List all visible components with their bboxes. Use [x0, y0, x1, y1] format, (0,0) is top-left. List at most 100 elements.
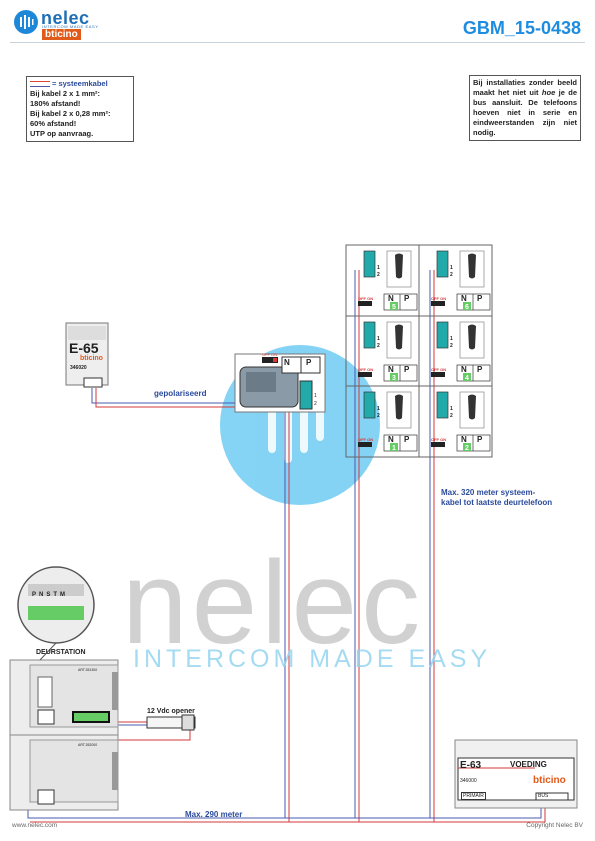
- handset-number: 4: [465, 375, 469, 382]
- handset-switch: [358, 301, 372, 306]
- handset-number: 3: [392, 375, 396, 382]
- brand-tagline: INTERCOM MADE EASY: [42, 24, 99, 29]
- handset-off-on: OFF ON: [431, 296, 446, 301]
- handset-n-label: N: [461, 365, 467, 374]
- handset-terminal-2: 2: [450, 413, 453, 419]
- handset-terminal-1: 1: [450, 265, 453, 271]
- max-320-line: kabel tot laatste deurtelefoon: [441, 498, 553, 507]
- monitor-terminal-1: 1: [314, 393, 317, 399]
- terminal-p: P: [32, 592, 40, 598]
- e63-power-supply: [454, 739, 578, 809]
- handset-n-label: N: [388, 294, 394, 303]
- cable-note: = systeemkabel Bij kabel 2 x 1 mm²: 180%…: [26, 76, 134, 142]
- monitor-off-on: OFF ON: [262, 352, 278, 357]
- handset-number: 5: [392, 304, 396, 311]
- e63-title: VOEDING: [510, 760, 547, 769]
- handset-off-on: OFF ON: [431, 437, 446, 442]
- handset-off-on: OFF ON: [358, 367, 373, 372]
- handset-switch: [358, 372, 372, 377]
- terminal-s: S: [46, 592, 54, 598]
- note-line: UTP op aanvraag.: [30, 129, 94, 138]
- handset-terminal-2: 2: [377, 413, 380, 419]
- header-divider: [10, 42, 585, 43]
- max-320-label: Max. 320 meter systeem- kabel tot laatst…: [441, 488, 552, 508]
- handset-terminal-2: 2: [450, 272, 453, 278]
- handset-receiver-icon: [395, 394, 403, 420]
- handset-dip-switch: [390, 302, 398, 310]
- e65-name: E-65: [69, 340, 99, 356]
- handset-terminal-2: 2: [377, 272, 380, 278]
- handset-receiver-icon: [395, 253, 403, 279]
- note-line: Bij kabel 2 x 1 mm²:: [30, 89, 101, 98]
- watermark-tagline: INTERCOM MADE EASY: [133, 645, 492, 673]
- handset-receiver-icon: [468, 324, 476, 350]
- handset-n-label: N: [461, 435, 467, 444]
- legend-text: = systeemkabel: [52, 79, 108, 88]
- handset-n-label: N: [388, 365, 394, 374]
- handset-terminal-block: [363, 391, 376, 419]
- brand-name: nelec: [41, 8, 90, 28]
- terminal-n: N: [39, 592, 47, 598]
- handset-off-on: OFF ON: [358, 437, 373, 442]
- handset-terminal-1: 1: [377, 336, 380, 342]
- e63-brand: bticino: [533, 775, 566, 786]
- polarized-label: gepolariseerd: [154, 389, 207, 398]
- door-station-panel: [9, 659, 119, 811]
- handset-p-label: P: [404, 435, 410, 444]
- handset-p-label: P: [477, 294, 483, 303]
- handset-dip-switch: [390, 373, 398, 381]
- door-terminal-labels: PNSTM: [32, 592, 68, 598]
- system-cable-legend-icon: [30, 81, 50, 88]
- handset-p-label: P: [477, 435, 483, 444]
- handset-grid: [345, 244, 493, 458]
- document-code: GBM_15-0438: [462, 18, 581, 38]
- e65-module: [65, 322, 109, 388]
- e63-bus: BUS: [538, 793, 549, 799]
- handset-switch: [431, 372, 445, 377]
- handset-unit: N P OFF ON 12 4: [431, 321, 491, 382]
- watermark-nelec: nelec: [122, 537, 425, 669]
- handset-n-label: N: [461, 294, 467, 303]
- monitor-terminal-2: 2: [314, 401, 317, 407]
- footer-website: www.nelec.com: [12, 822, 58, 829]
- handset-dip-switch: [463, 373, 471, 381]
- note-text-after: je de bus aansluit. De telefoons hoeven …: [473, 88, 577, 137]
- e63-name: E-63: [460, 760, 482, 771]
- handset-terminal-2: 2: [450, 343, 453, 349]
- handset-switch: [431, 442, 445, 447]
- handset-off-on: OFF ON: [358, 296, 373, 301]
- note-line: Bij kabel 2 x 0,28 mm²:: [30, 109, 111, 118]
- handset-off-on: OFF ON: [431, 367, 446, 372]
- handset-terminal-1: 1: [450, 406, 453, 412]
- handset-terminal-1: 1: [450, 336, 453, 342]
- handset-p-label: P: [477, 365, 483, 374]
- e65-code: 346020: [70, 365, 87, 371]
- handset-switch: [358, 442, 372, 447]
- handset-number: 1: [392, 445, 396, 452]
- door-station-label: DEURSTATION: [36, 649, 86, 656]
- terminal-t: T: [53, 592, 61, 598]
- handset-terminal-1: 1: [377, 406, 380, 412]
- handset-terminal-block: [363, 321, 376, 349]
- note-line: 180% afstand!: [30, 99, 81, 108]
- module-code-top: ART.351300: [78, 668, 98, 672]
- note-line: 60% afstand!: [30, 119, 77, 128]
- note-text-italic: hoe: [541, 88, 556, 97]
- handset-terminal-1: 1: [377, 265, 380, 271]
- video-monitor: [234, 353, 326, 413]
- e63-code: 346000: [460, 778, 477, 784]
- handset-number: 2: [465, 445, 469, 452]
- handset-p-label: P: [404, 365, 410, 374]
- note-text-before: Bij installaties zonder beeld maakt het …: [473, 78, 577, 97]
- handset-dip-switch: [390, 443, 398, 451]
- handset-p-label: P: [404, 294, 410, 303]
- opener-label: 12 Vdc opener: [147, 708, 195, 715]
- bticino-logo: bticino: [42, 29, 81, 40]
- max-320-line: Max. 320 meter systeem-: [441, 488, 536, 497]
- monitor-n-label: N: [284, 358, 290, 367]
- module-code-bottom: ART.352000: [78, 743, 98, 747]
